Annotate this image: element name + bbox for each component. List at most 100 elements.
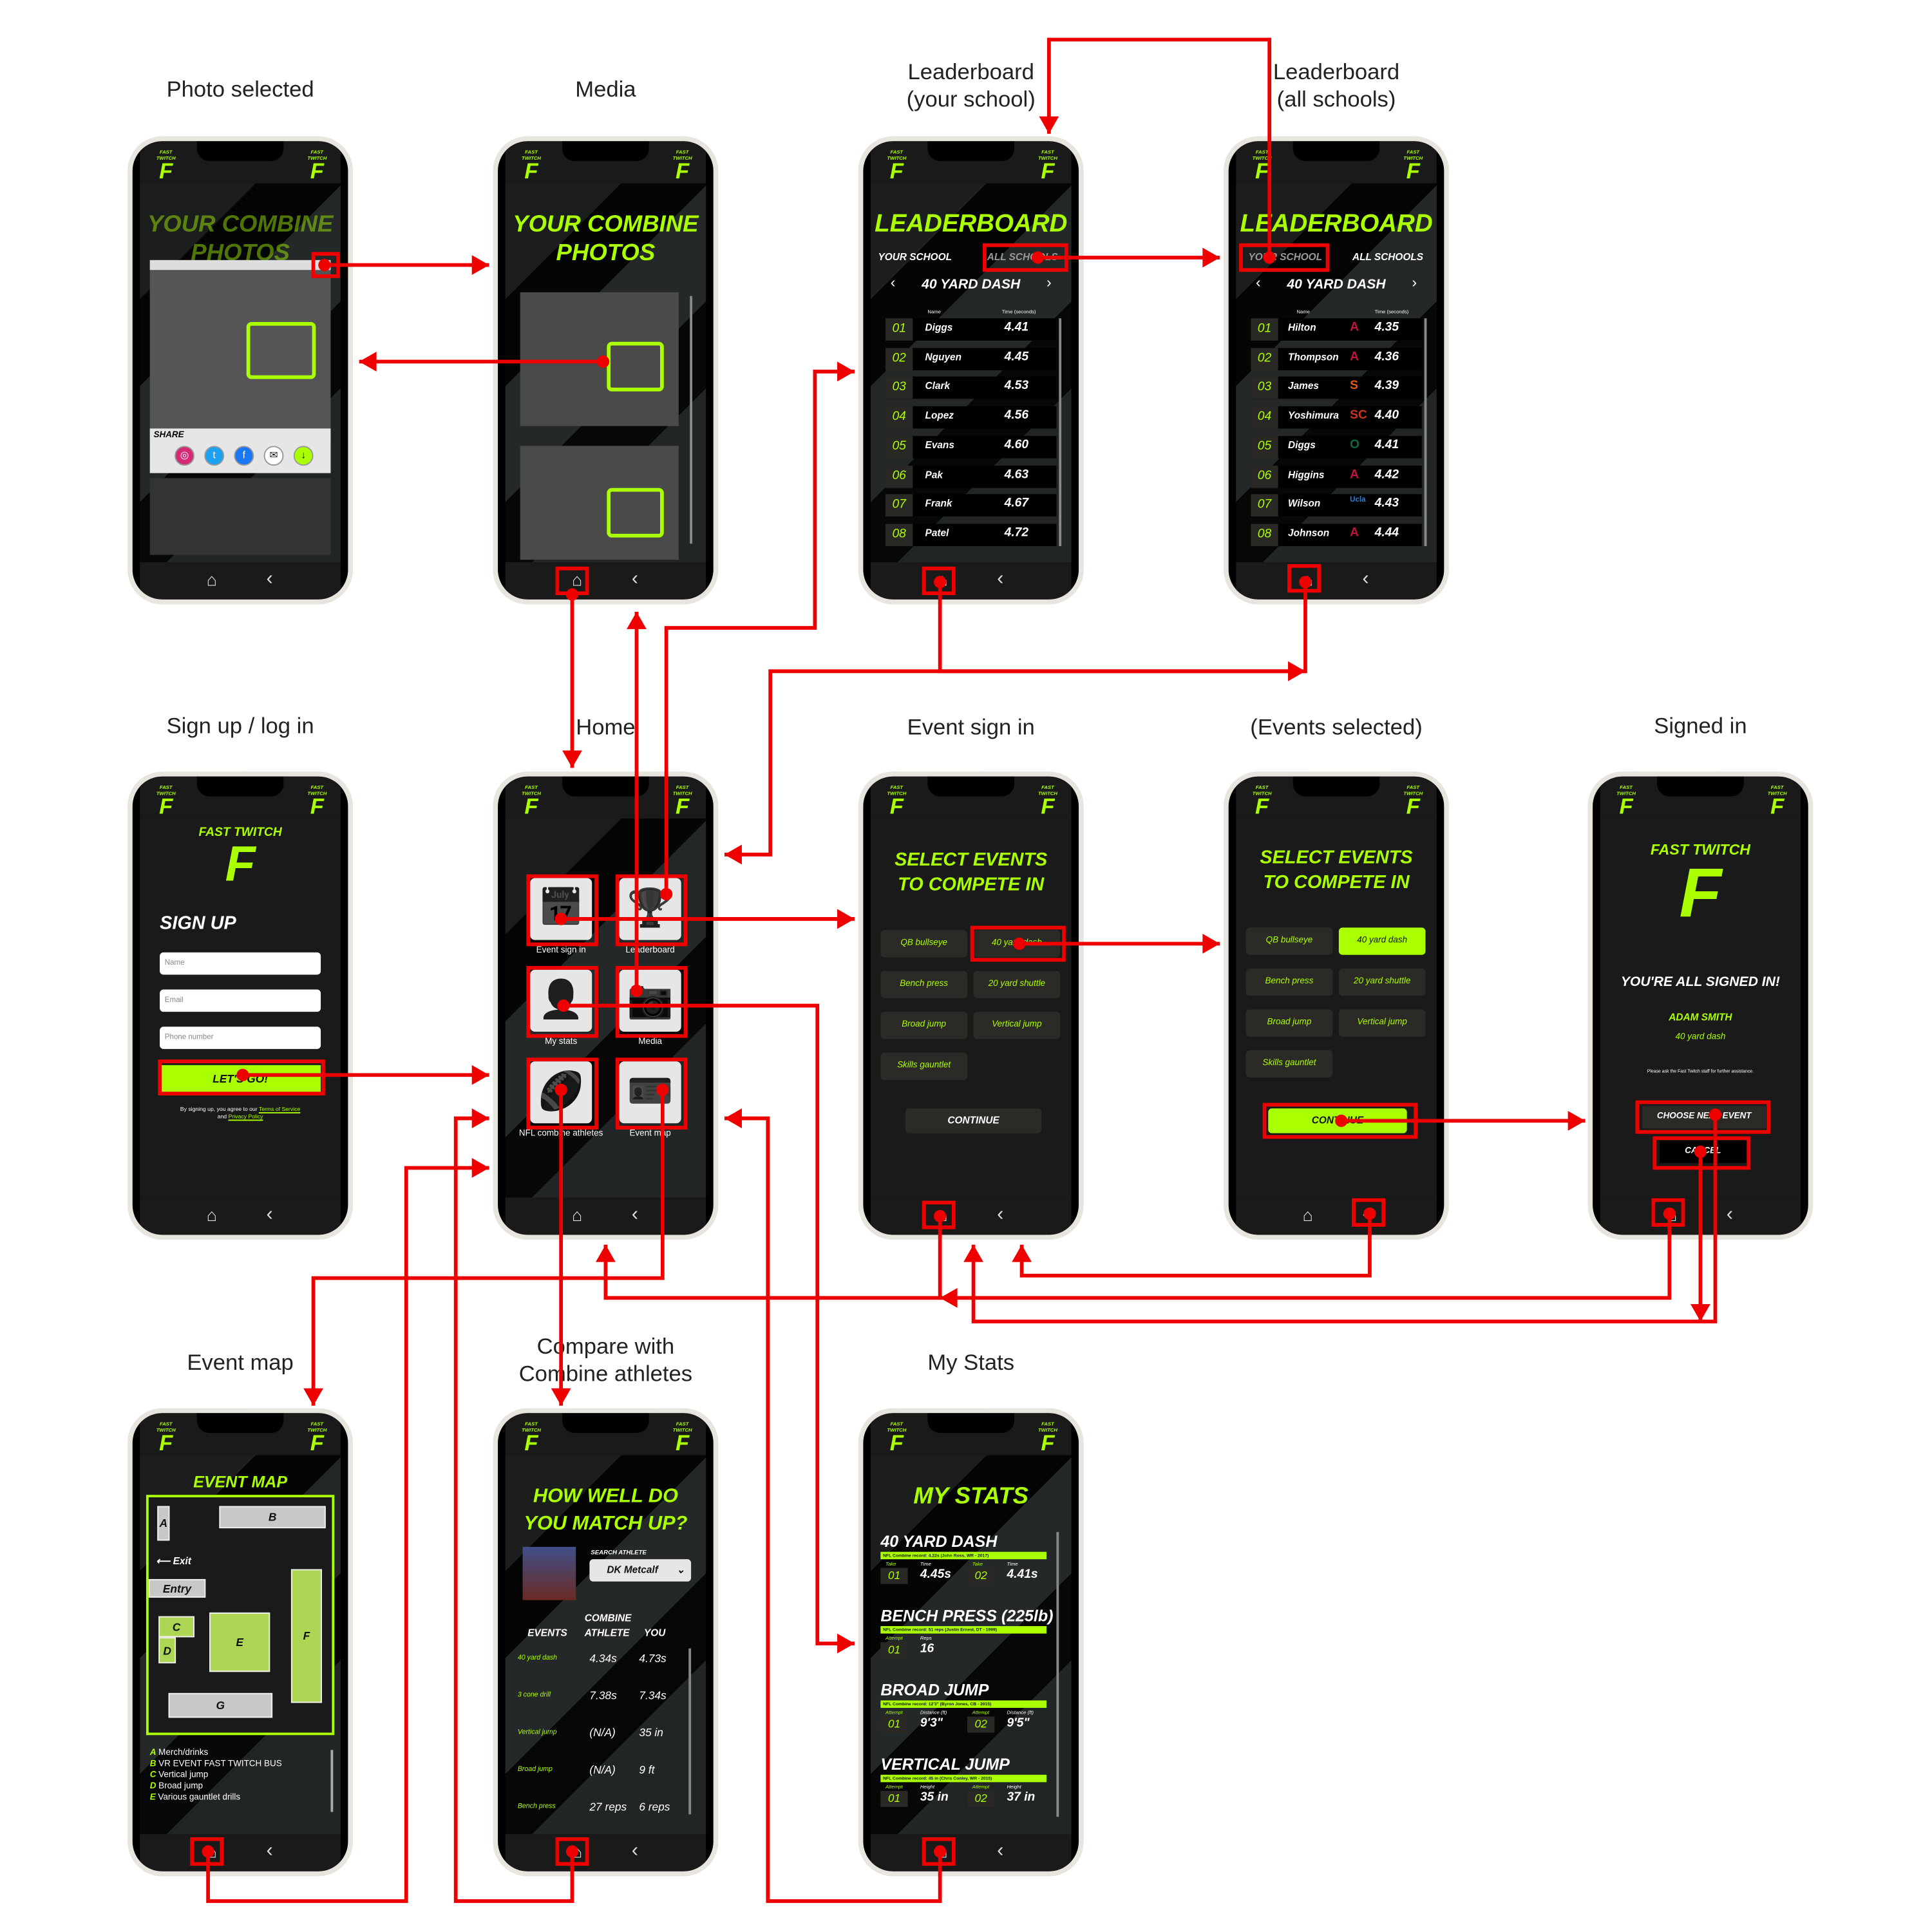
scrollbar[interactable] [688,1648,692,1815]
back-chevron-icon[interactable]: ‹ [997,1840,1004,1862]
label-line: (all schools) [1276,86,1396,112]
next-event-icon[interactable]: › [1412,274,1417,291]
cancel-button[interactable]: CANCEL [1659,1141,1747,1163]
zone-b[interactable]: B [219,1506,326,1529]
entry-value-label: Time [920,1560,931,1567]
home-icon[interactable]: ⌂ [937,569,948,590]
back-chevron-icon[interactable]: ‹ [1726,1204,1734,1225]
zone-d[interactable]: D [158,1637,176,1663]
back-chevron-icon[interactable]: ‹ [997,568,1004,590]
privacy-link[interactable]: Privacy Policy [228,1113,263,1120]
twitter-icon[interactable]: t [204,446,225,466]
tab-all-schools[interactable]: ALL SCHOOLS [1352,251,1424,263]
instagram-icon[interactable]: ◎ [175,446,194,466]
event-option[interactable]: Bench press [880,971,967,999]
event-option[interactable]: Vertical jump [1338,1009,1426,1037]
back-chevron-icon[interactable]: ‹ [1362,1204,1369,1225]
scrollbar[interactable] [330,1750,334,1812]
label-leaderboard-all: Leaderboard(all schools) [1175,58,1497,113]
home-icon[interactable]: ⌂ [1302,569,1313,590]
facebook-icon[interactable]: f [234,446,254,466]
choose-next-event-button[interactable]: CHOOSE NEXT EVENT [1642,1106,1766,1128]
back-chevron-icon[interactable]: ‹ [266,1204,273,1225]
title-line: SELECT EVENTS [1260,847,1413,869]
event-option[interactable]: 20 yard shuttle [973,971,1061,999]
lets-go-button[interactable]: LET'S GO! [160,1065,321,1093]
event-option[interactable]: QB bullseye [1245,927,1333,955]
home-icon[interactable]: ⌂ [1302,1205,1313,1225]
tile-label: Event map [629,1129,671,1139]
zone-g[interactable]: G [168,1692,273,1718]
email-input[interactable]: Email [160,989,321,1012]
scrollbar[interactable] [1424,318,1427,547]
name-input[interactable]: Name [160,952,321,975]
tab-your-school[interactable]: YOUR SCHOOL [1248,251,1323,263]
entry-value-label: Height [920,1783,935,1790]
tab-all-schools[interactable]: ALL SCHOOLS [987,251,1058,263]
back-chevron-icon[interactable]: ‹ [266,1840,273,1862]
download-icon[interactable]: ↓ [293,446,314,466]
logo-wordmark: FAST TWITCH [156,784,176,797]
back-chevron-icon[interactable]: ‹ [631,1204,639,1225]
legend-item: B VR EVENT FAST TWITCH BUS [150,1759,282,1770]
terms-link[interactable]: Terms of Service [258,1106,301,1112]
event-option[interactable]: Skills gauntlet [1245,1050,1333,1078]
stat-heading: BROAD JUMP [880,1680,989,1700]
scrollbar[interactable] [1059,318,1062,547]
home-icon[interactable]: ⌂ [1667,1205,1678,1225]
event-option[interactable]: 40 yard dash [973,930,1061,958]
label-home: Home [576,714,636,740]
home-icon[interactable]: ⌂ [572,569,583,590]
continue-button[interactable]: CONTINUE [905,1108,1042,1133]
back-chevron-icon[interactable]: ‹ [631,1840,639,1862]
prev-event-icon[interactable]: ‹ [1256,274,1261,291]
home-icon[interactable]: ⌂ [206,569,217,590]
zone-f[interactable]: F [290,1569,323,1703]
scrollbar[interactable] [1056,1531,1059,1817]
rank: 07 [886,494,913,517]
event-option[interactable]: 20 yard shuttle [1338,968,1426,996]
scrollbar[interactable] [690,296,693,544]
continue-button[interactable]: CONTINUE [1268,1108,1407,1133]
connector-arrowhead [303,1388,323,1406]
home-icon[interactable]: ⌂ [572,1841,583,1862]
title-line: TO COMPETE IN [898,874,1045,896]
email-icon[interactable]: ✉ [263,446,284,466]
back-chevron-icon[interactable]: ‹ [1362,568,1369,590]
event-option[interactable]: 40 yard dash [1338,927,1426,955]
connector-arrowhead [963,1244,983,1262]
zone-a[interactable]: A [157,1506,170,1541]
zone-c[interactable]: C [158,1616,194,1638]
back-chevron-icon[interactable]: ‹ [266,568,273,590]
athlete-select[interactable]: DK Metcalf⌄ [589,1559,692,1582]
event-option[interactable]: Bench press [1245,968,1333,996]
back-chevron-icon[interactable]: ‹ [631,568,639,590]
back-chevron-icon[interactable]: ‹ [997,1204,1004,1225]
home-icon[interactable]: ⌂ [937,1205,948,1225]
event-option[interactable]: Skills gauntlet [880,1052,967,1080]
event-option[interactable]: Broad jump [880,1012,967,1039]
prev-event-icon[interactable]: ‹ [890,274,896,291]
home-icon[interactable]: ⌂ [206,1205,217,1225]
home-icon[interactable]: ⌂ [937,1841,948,1862]
tab-your-school[interactable]: YOUR SCHOOL [878,251,952,263]
event-option[interactable]: QB bullseye [880,930,967,958]
home-icon[interactable]: ⌂ [572,1205,583,1225]
connector-arrowhead [627,612,647,629]
athlete-photo [522,1546,576,1600]
phone-input[interactable]: Phone number [160,1027,321,1049]
event-option[interactable]: Vertical jump [973,1012,1061,1039]
event-option[interactable]: Broad jump [1245,1009,1333,1037]
entry-value: 16 [920,1642,934,1656]
next-event-icon[interactable]: › [1046,274,1052,291]
zone-e[interactable]: E [209,1612,270,1672]
photo-thumbnail[interactable] [520,446,679,560]
photo-thumbnail[interactable] [520,292,679,426]
home-icon[interactable]: ⌂ [206,1841,217,1862]
